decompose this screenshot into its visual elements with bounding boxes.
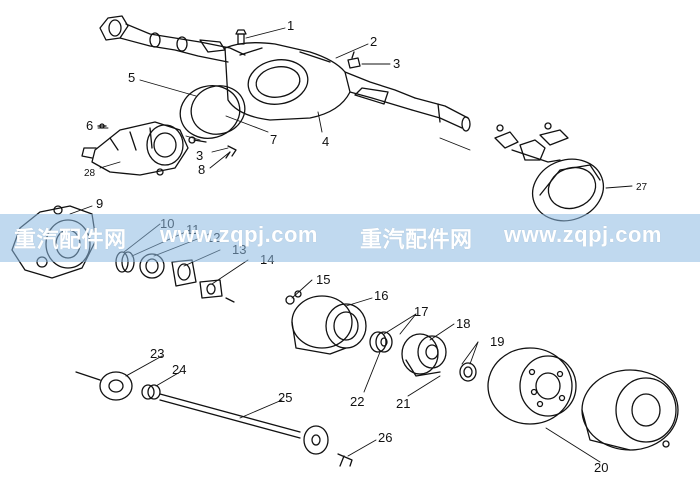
main-reducer [81,121,196,176]
hub-bearings [369,331,393,353]
callout-24: 24 [172,362,186,377]
callout-9: 9 [96,196,103,211]
half-shaft [159,393,329,455]
callout-21: 21 [396,396,410,411]
flange-plate [75,371,133,401]
watermark-banner [0,214,700,262]
wheel-hub [401,333,447,377]
callout-27: 27 [636,182,648,193]
callout-3: 3 [393,56,400,71]
callout-17: 17 [414,304,428,319]
callout-18: 18 [456,316,470,331]
callout-26: 26 [378,430,392,445]
axle-housing [99,15,471,132]
callout-16: 16 [374,288,388,303]
callout-22: 22 [350,394,364,409]
housing-cover [179,85,246,139]
watermark-url: www.zqpj.com [160,222,318,247]
bushing [141,384,161,400]
callout-2: 2 [370,34,377,49]
drain-plug-part [347,51,361,69]
breather-part [235,29,247,45]
watermark-url: www.zqpj.com [504,222,662,247]
callout-3: 3 [196,148,203,163]
callout-28: 28 [84,168,96,179]
hub-nuts [459,362,477,382]
callout-20: 20 [594,460,608,475]
shaft-bolt [337,453,353,467]
callout-1: 1 [287,18,294,33]
watermark-text: 重汽配件网 [14,227,127,252]
wheel-rim-inner [487,347,577,425]
callout-23: 23 [150,346,164,361]
callout-4: 4 [322,134,329,149]
callout-25: 25 [278,390,292,405]
callout-6: 6 [86,118,93,133]
watermark-text: 重汽配件网 [360,227,473,252]
callout-7: 7 [270,132,277,147]
brake-drum [285,290,367,355]
callout-8: 8 [198,162,205,177]
wheel-rim-outer [581,369,679,451]
callout-19: 19 [490,334,504,349]
callout-15: 15 [316,272,330,287]
callout-5: 5 [128,70,135,85]
